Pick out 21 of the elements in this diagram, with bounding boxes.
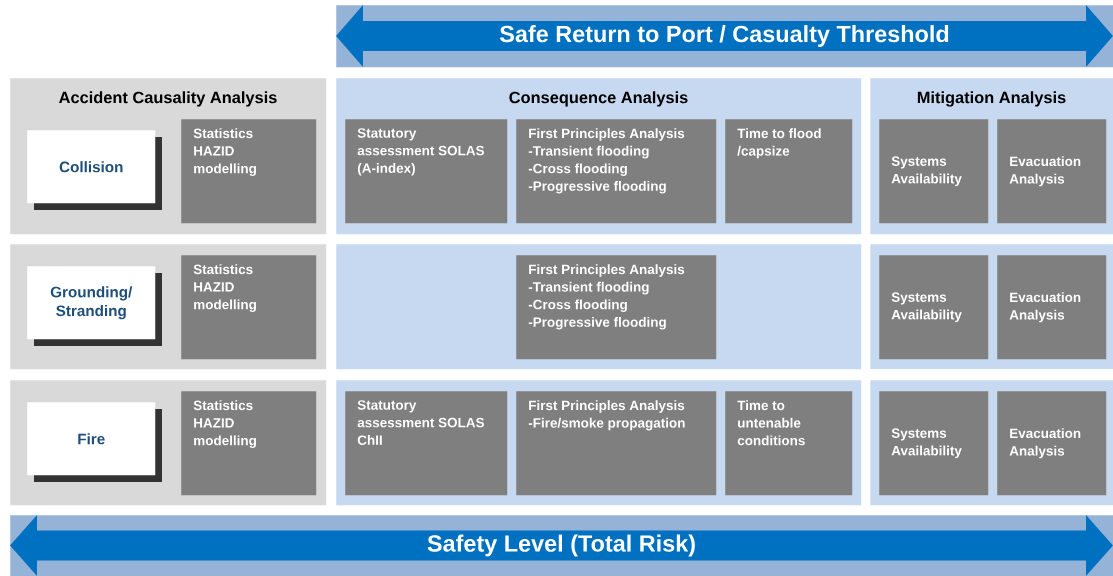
text-box: First Principles Analysis -Transient flooding -Cross flooding -Progressive flooding — [516, 255, 717, 360]
label-card: Collision — [27, 130, 162, 210]
text-box: Statistics HAZID modelling — [181, 391, 317, 496]
double-arrow-banner: Safety Level (Total Risk) — [10, 515, 1113, 576]
text-box: Evacuation Analysis — [997, 391, 1107, 496]
text-box: Systems Availability — [879, 255, 989, 360]
label-card: Grounding/ Stranding — [27, 266, 162, 346]
text-box: Systems Availability — [879, 119, 989, 224]
text-box: First Principles Analysis -Transient flooding -Cross flooding -Progressive flooding — [516, 119, 717, 224]
text-box: Statutory assessment SOLAS (A-index) — [345, 119, 508, 224]
label-card: Fire — [27, 402, 162, 482]
text-box: Statistics HAZID modelling — [181, 255, 317, 360]
text-box: Evacuation Analysis — [997, 255, 1107, 360]
text-box: Statutory assessment SOLAS ChII — [345, 391, 508, 496]
text-box: Statistics HAZID modelling — [181, 119, 317, 224]
double-arrow-banner: Safe Return to Port / Casualty Threshold — [336, 5, 1113, 68]
text-box: Evacuation Analysis — [997, 119, 1107, 224]
text-box: Time to flood /capsize — [725, 119, 853, 224]
text-box: First Principles Analysis -Fire/smoke propagation — [516, 391, 717, 496]
text-box: Time to untenable conditions — [725, 391, 853, 496]
text-box: Systems Availability — [879, 391, 989, 496]
